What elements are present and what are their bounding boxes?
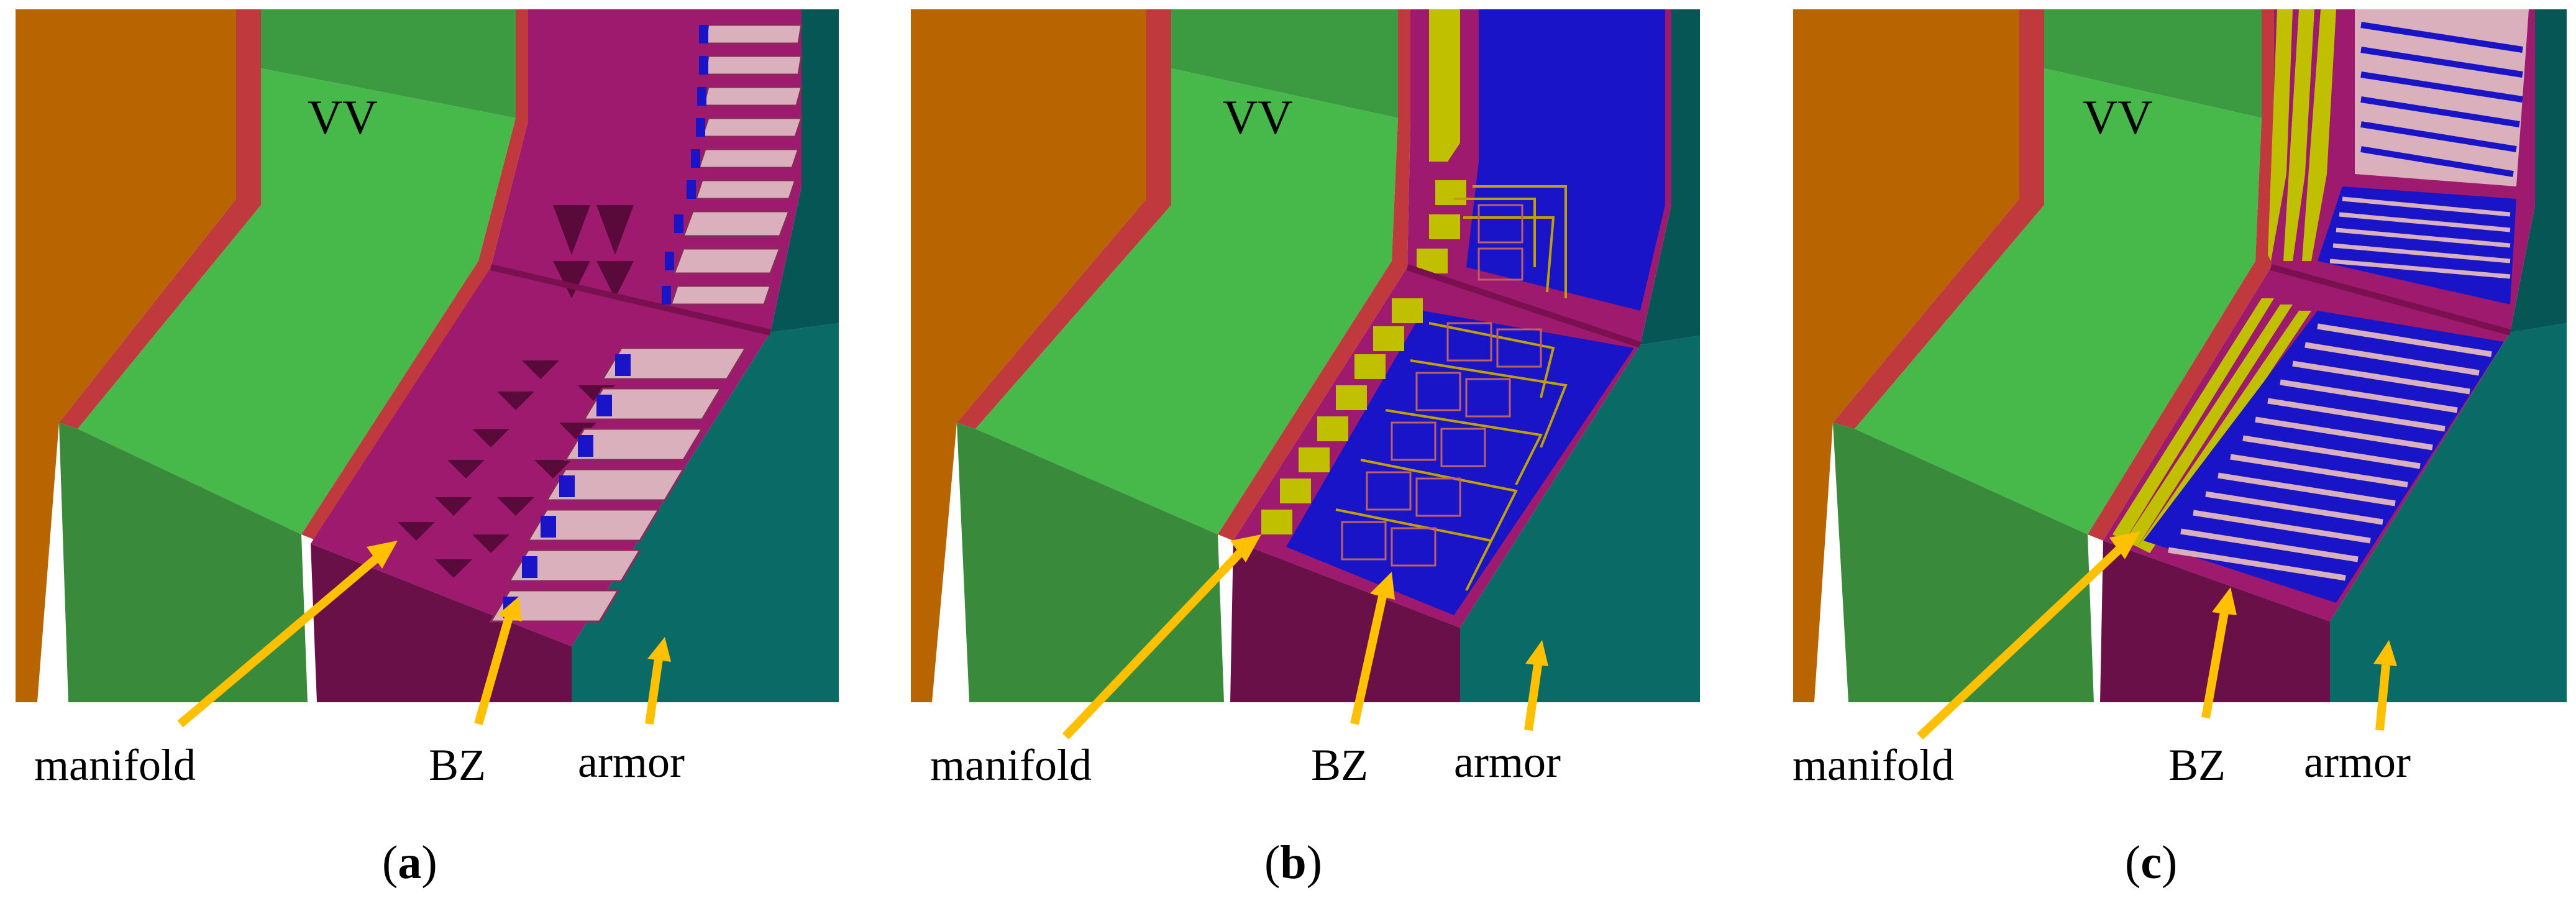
panel-b-vv-region [975, 68, 1398, 534]
panel-c-armor-arrow [2375, 664, 2390, 731]
panel-b-bz-upper [1466, 9, 1665, 311]
panel-a-vv-label: VV [308, 90, 378, 144]
panel-c-image [1793, 9, 2567, 702]
panel-c-vv-region [1855, 68, 2262, 534]
panel-a-orange-region [16, 9, 236, 702]
panel-c-vv-label: VV [2083, 90, 2153, 144]
panel-a-armor-arrow [645, 658, 663, 725]
panel-b-bz-arrow [1350, 595, 1387, 725]
panel-b-armor-region [1460, 336, 1700, 702]
panel-b-image [911, 9, 1700, 702]
panel-c-bz-label: BZ [2168, 740, 2226, 790]
panel-b-manifold-arrow [1062, 547, 1246, 740]
panel-b-bz-lower [1286, 311, 1634, 615]
panel-a-bz-label: BZ [429, 740, 486, 790]
panel-b-armor-arrow [1524, 664, 1542, 731]
panel-a-manifold-region [311, 9, 802, 646]
panel-c-armor-region [2330, 323, 2567, 702]
panel-b-armor-label: armor [1454, 737, 1561, 787]
panel-b-manifold-label: manifold [930, 740, 1092, 790]
panel-b-vv-label: VV [1223, 90, 1293, 144]
panel-a-bz-arrow [474, 614, 514, 725]
panel-c-bz-arrow [2201, 611, 2229, 719]
annotation-arrows [177, 531, 2397, 740]
panel-c-caption: (c) [2125, 836, 2178, 889]
panel-c-armor-label: armor [2304, 737, 2411, 787]
panel-a-armor-region [572, 323, 839, 702]
panel-a-armor-label: armor [578, 737, 685, 787]
panel-c-manifold-arrow [1917, 543, 2125, 740]
panel-b-caption: (b) [1264, 836, 1322, 889]
panel-c-manifold-label: manifold [1793, 740, 1954, 790]
panel-a-manifold-arrow [177, 552, 382, 728]
panel-b-bz-label: BZ [1311, 740, 1369, 790]
panel-a-image [16, 9, 839, 702]
panel-a-vv-region [78, 68, 516, 534]
panel-a-manifold-label: manifold [34, 740, 196, 790]
panel-a-caption: (a) [382, 836, 437, 889]
